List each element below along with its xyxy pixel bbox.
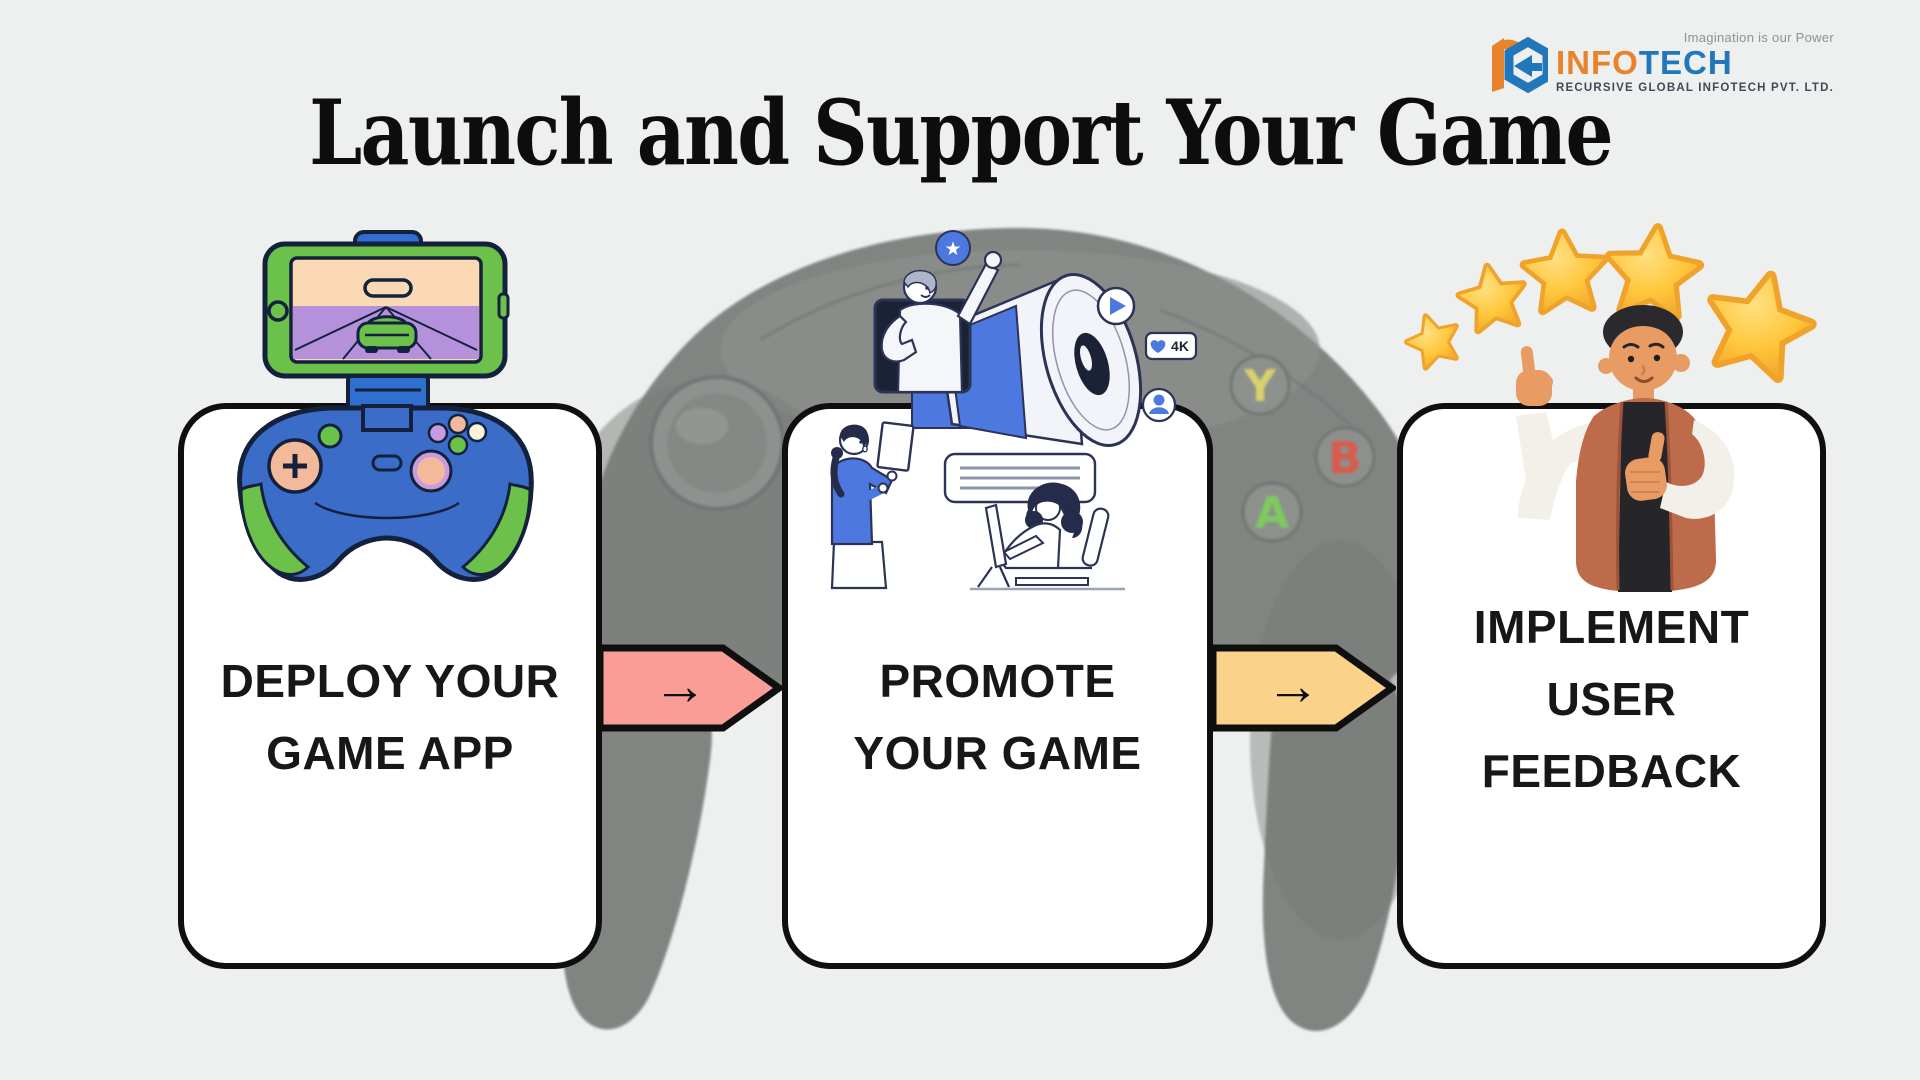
woman-reading [830, 421, 915, 590]
rating-feedback-illustration [1398, 220, 1823, 592]
star-badge: ★ [935, 230, 971, 266]
announcer-person [880, 250, 1003, 394]
game-car [356, 315, 418, 353]
face-buttons: Y B A [1229, 354, 1376, 543]
woman-at-laptop [970, 482, 1125, 591]
thumbs-up-hand [1625, 457, 1667, 501]
megaphone-promotion-illustration: ★ 4K [830, 230, 1198, 591]
likes-count: 4K [1171, 338, 1189, 354]
connector-arrow-2: → [1210, 644, 1396, 732]
star-icon [1605, 224, 1703, 318]
logo-tagline: Imagination is our Power [1683, 30, 1834, 45]
follower-badge [1141, 387, 1177, 423]
star-icon [1455, 261, 1529, 333]
play-icon [1110, 297, 1126, 315]
button-y-label: Y [1243, 361, 1277, 412]
star-icon [1401, 308, 1465, 370]
play-badge [1096, 286, 1136, 326]
logo-name-tech: TECH [1638, 44, 1733, 81]
company-logo: Imagination is our Power INFOTECH RECURS… [1484, 30, 1834, 96]
connector-arrow-1: → [597, 644, 783, 732]
star-icon [1699, 264, 1820, 381]
logo-name-info: INFO [1556, 44, 1639, 81]
feedback-character [1516, 305, 1735, 592]
arrow-right-glyph: → [653, 656, 707, 716]
star-icon [1522, 230, 1607, 311]
logo-subtitle: RECURSIVE GLOBAL INFOTECH PVT. LTD. [1556, 82, 1834, 94]
button-a-label: A [1255, 488, 1289, 539]
person-icon [1153, 394, 1165, 406]
left-thumbstick [649, 375, 785, 511]
logo-name: INFOTECH [1556, 46, 1733, 79]
heart-icon [1150, 340, 1166, 353]
star-icon: ★ [944, 239, 961, 260]
phone-gamepad-illustration [237, 230, 534, 582]
clip-gamepad [237, 404, 534, 582]
pointing-finger [1520, 346, 1536, 378]
likes-badge: 4K [1144, 331, 1198, 361]
arrow-right-glyph: → [1266, 656, 1320, 716]
page-title: Launch and Support Your Game [308, 80, 1614, 186]
logo-rg-icon [1492, 36, 1549, 94]
button-b-label: B [1328, 433, 1362, 484]
